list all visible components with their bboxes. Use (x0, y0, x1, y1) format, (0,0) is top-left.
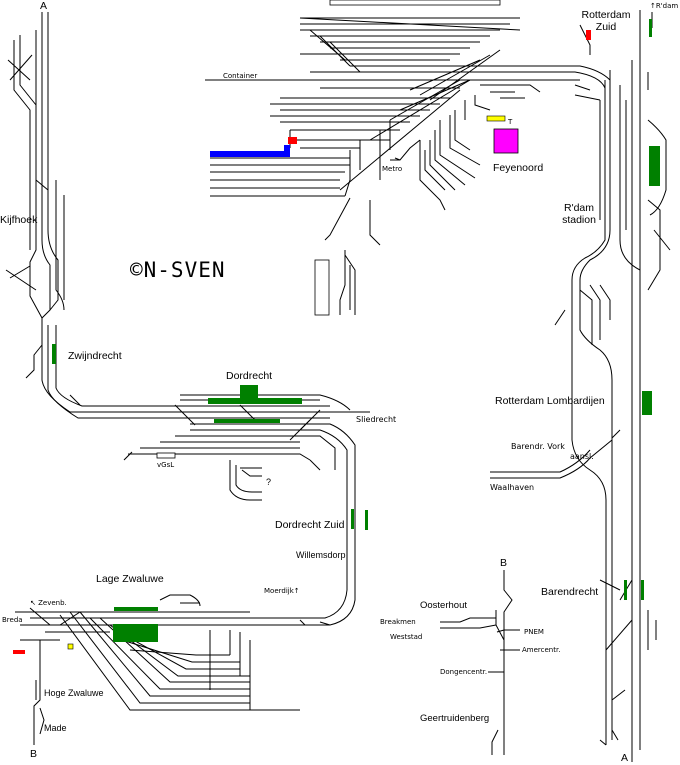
feyenoord-yard-tracks (205, 17, 611, 315)
lage-zwaluwe-tracks (15, 594, 331, 745)
label-moerdijk: Moerdijk↑ (264, 587, 300, 595)
label-zevenb: ↖ Zevenb. (30, 599, 67, 607)
label-barendr-vork: Barendr. Vork (511, 442, 565, 451)
station-feyenoord: Feyenoord (493, 162, 544, 174)
label-pnem: PNEM (524, 628, 544, 636)
platform-rotterdam-zuid (649, 19, 652, 37)
line-marker-bottom-left: B (30, 748, 38, 760)
station-willemsdorp: Willemsdorp (296, 550, 346, 560)
station-rdam-stadion: R'dam stadion (562, 202, 596, 226)
depot-blue-end (284, 145, 290, 157)
feyenoord-building (493, 128, 519, 154)
oosterhout-branch-tracks (440, 570, 520, 755)
label-waalhaven: Waalhaven (490, 483, 535, 492)
label-breakmen: Breakmen (380, 618, 416, 626)
station-made: Made (44, 723, 67, 733)
label-weststad: Weststad (390, 633, 423, 641)
label-amercentr: Amercentr. (522, 646, 561, 654)
station-geertruidenberg: Geertruidenberg (420, 713, 490, 724)
label-breda: Breda (2, 616, 23, 624)
platform-dordrecht-main (208, 398, 302, 404)
station-kijfhoek: Kijfhoek (0, 214, 38, 226)
label-t-mark: T (508, 118, 513, 126)
station-oosterhout: Oosterhout (420, 600, 467, 611)
platforms (52, 19, 660, 642)
station-rotterdam-lombardijen: Rotterdam Lombardijen (495, 395, 605, 407)
station-rotterdam-zuid: Rotterdam Zuid (581, 9, 631, 33)
vgsl-yard (156, 452, 176, 459)
platform-barendrecht-2 (641, 580, 644, 600)
station-barendrecht: Barendrecht (541, 586, 599, 598)
platform-dordrecht-building (240, 385, 258, 399)
station-dordrecht: Dordrecht (226, 370, 273, 382)
platform-lage-zwaluwe-1 (114, 607, 158, 611)
platform-dordrecht-zuid-2 (365, 510, 368, 530)
label-question: ? (266, 477, 272, 487)
line-marker-mid-b: B (500, 557, 508, 569)
rotterdam-zuid-signal (586, 30, 591, 40)
label-container: Container (223, 72, 258, 80)
label-dongencentr: Dongencentr. (440, 668, 488, 676)
station-zwijndrecht: Zwijndrecht (68, 350, 122, 362)
signal-red-feyenoord (288, 137, 297, 144)
water-area (314, 259, 330, 316)
feyenoord-yellow-marker (486, 115, 506, 122)
lage-zwaluwe-yellow (67, 643, 74, 650)
platform-dordrecht-2 (214, 419, 280, 423)
right-corridor-tracks (490, 10, 671, 762)
station-lage-zwaluwe: Lage Zwaluwe (96, 573, 164, 585)
line-marker-top-right: ↑R'dam CS (650, 2, 680, 10)
station-dordrecht-zuid: Dordrecht Zuid (275, 519, 345, 531)
top-water-strip (329, 0, 501, 6)
station-hoge-zwaluwe: Hoge Zwaluwe (44, 688, 104, 698)
platform-lombardijen (642, 391, 652, 415)
label-sliedrecht: Sliedrecht (356, 415, 397, 424)
depot-blue (210, 151, 288, 157)
platform-dordrecht-zuid-1 (351, 509, 354, 529)
label-metro: Metro (382, 165, 403, 173)
left-main-line-tracks (5, 12, 190, 419)
author-logo: ©N-SVEN (130, 258, 226, 282)
breda-signal (13, 650, 25, 654)
line-marker-top-left: A (40, 0, 48, 12)
line-marker-bottom-right: A (621, 752, 629, 764)
label-aansl: aansl. (570, 452, 594, 461)
label-vgsl: vGsL (157, 461, 175, 469)
platform-zwijndrecht (52, 344, 56, 364)
platform-barendrecht-1 (624, 580, 627, 600)
dordrecht-tracks (20, 394, 370, 626)
platform-lage-zwaluwe-2 (113, 624, 158, 642)
platform-rdam-stadion (649, 146, 660, 186)
